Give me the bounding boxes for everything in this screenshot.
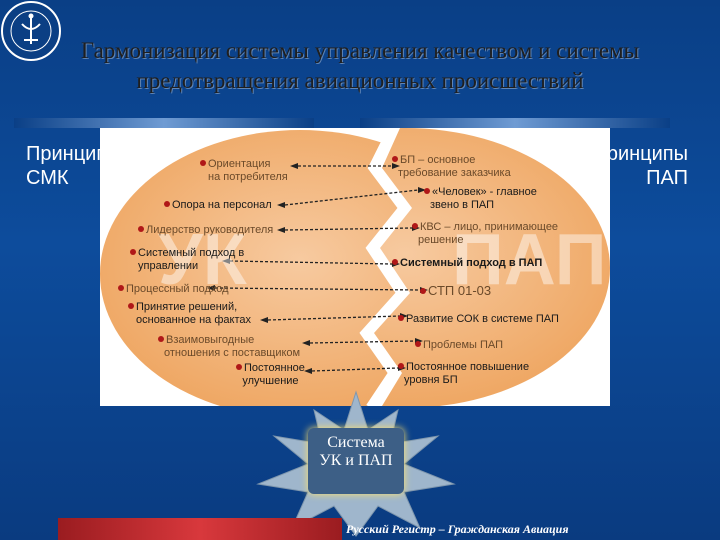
- bullet-icon: [415, 341, 421, 347]
- left-item-5: Процессный подход: [118, 283, 229, 296]
- top-bar-right: [360, 118, 670, 128]
- left-item-6: Принятие решений, основанное на фактах: [128, 301, 251, 327]
- left-item-8: Постоянное улучшение: [236, 362, 305, 388]
- right-item-7: Проблемы ПАП: [415, 339, 503, 352]
- left-heading-line-2: СМК: [26, 167, 69, 189]
- bullet-icon: [398, 363, 404, 369]
- star-burst: Система УК и ПАП: [248, 388, 464, 538]
- right-item-2: «Человек» - главное звено в ПАП: [424, 186, 537, 212]
- bullet-icon: [398, 315, 404, 321]
- footer-caption: Русский Регистр – Гражданская Авиация: [346, 522, 569, 536]
- right-item-5: СТП 01-03: [420, 284, 491, 297]
- left-heading: Принципы СМК: [26, 142, 122, 190]
- star-label: Система УК и ПАП: [308, 434, 404, 470]
- right-heading-line-2: ПАП: [646, 167, 688, 189]
- left-item-1: Ориентация на потребителя: [200, 158, 288, 184]
- bullet-icon: [118, 285, 124, 291]
- bullet-icon: [138, 226, 144, 232]
- bottom-accent-bar: [58, 518, 342, 540]
- bullet-icon: [236, 364, 242, 370]
- bullet-icon: [420, 288, 426, 294]
- left-heading-line-1: Принципы: [26, 143, 122, 165]
- right-heading: Принципы ПАП: [560, 142, 688, 190]
- top-bar-left: [14, 118, 314, 128]
- watermark-left: УК: [158, 220, 247, 300]
- bullet-icon: [392, 259, 398, 265]
- bullet-icon: [424, 188, 430, 194]
- right-item-1: БП – основное требование заказчика: [392, 154, 511, 180]
- bullet-icon: [412, 223, 418, 229]
- diagram-panel: УК ПАП: [100, 128, 610, 406]
- right-item-3: КВС – лицо, принимающее решение: [412, 221, 558, 247]
- bullet-icon: [158, 336, 164, 342]
- logo-emblem: [0, 0, 62, 62]
- left-item-2: Опора на персонал: [164, 199, 272, 212]
- bullet-icon: [164, 201, 170, 207]
- bullet-icon: [392, 156, 398, 162]
- bullet-icon: [200, 160, 206, 166]
- bullet-icon: [130, 249, 136, 255]
- star-label-line-1: Система: [327, 434, 385, 451]
- right-item-6: Развитие СОК в системе ПАП: [398, 313, 559, 326]
- left-item-7: Взаимовыгодные отношения с поставщиком: [158, 334, 300, 360]
- title-line-1: Гармонизация системы управления качество…: [80, 38, 640, 63]
- title-line-2: предотвращения авиационных происшествий: [136, 68, 584, 93]
- right-item-8: Постоянное повышение уровня БП: [398, 361, 529, 387]
- star-center: [308, 428, 404, 494]
- page-title: Гармонизация системы управления качество…: [0, 36, 720, 96]
- bullet-icon: [128, 303, 134, 309]
- watermark-right: ПАП: [452, 220, 607, 300]
- star-label-line-2: УК и ПАП: [319, 452, 393, 469]
- left-item-3: Лидерство руководителя: [138, 224, 273, 237]
- right-heading-line-1: Принципы: [592, 143, 688, 165]
- left-item-4: Системный подход в управлении: [130, 247, 244, 273]
- right-item-4: Системный подход в ПАП: [392, 257, 542, 270]
